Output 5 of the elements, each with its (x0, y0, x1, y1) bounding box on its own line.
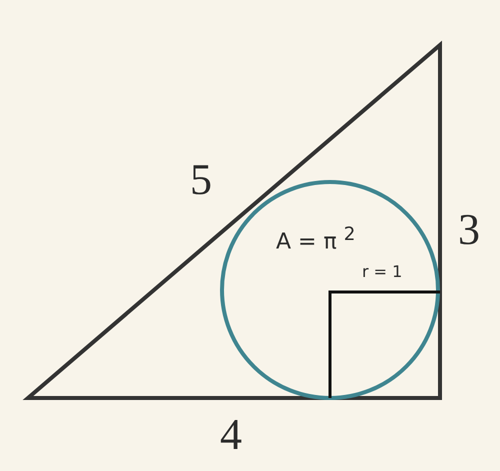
side-length-label: 5 (190, 158, 212, 202)
side-length-label: 3 (458, 208, 480, 252)
radius-label: r = 1 (362, 264, 402, 280)
side-length-label: 4 (220, 413, 242, 457)
area-formula: A = π $^{2}$ (276, 226, 356, 254)
